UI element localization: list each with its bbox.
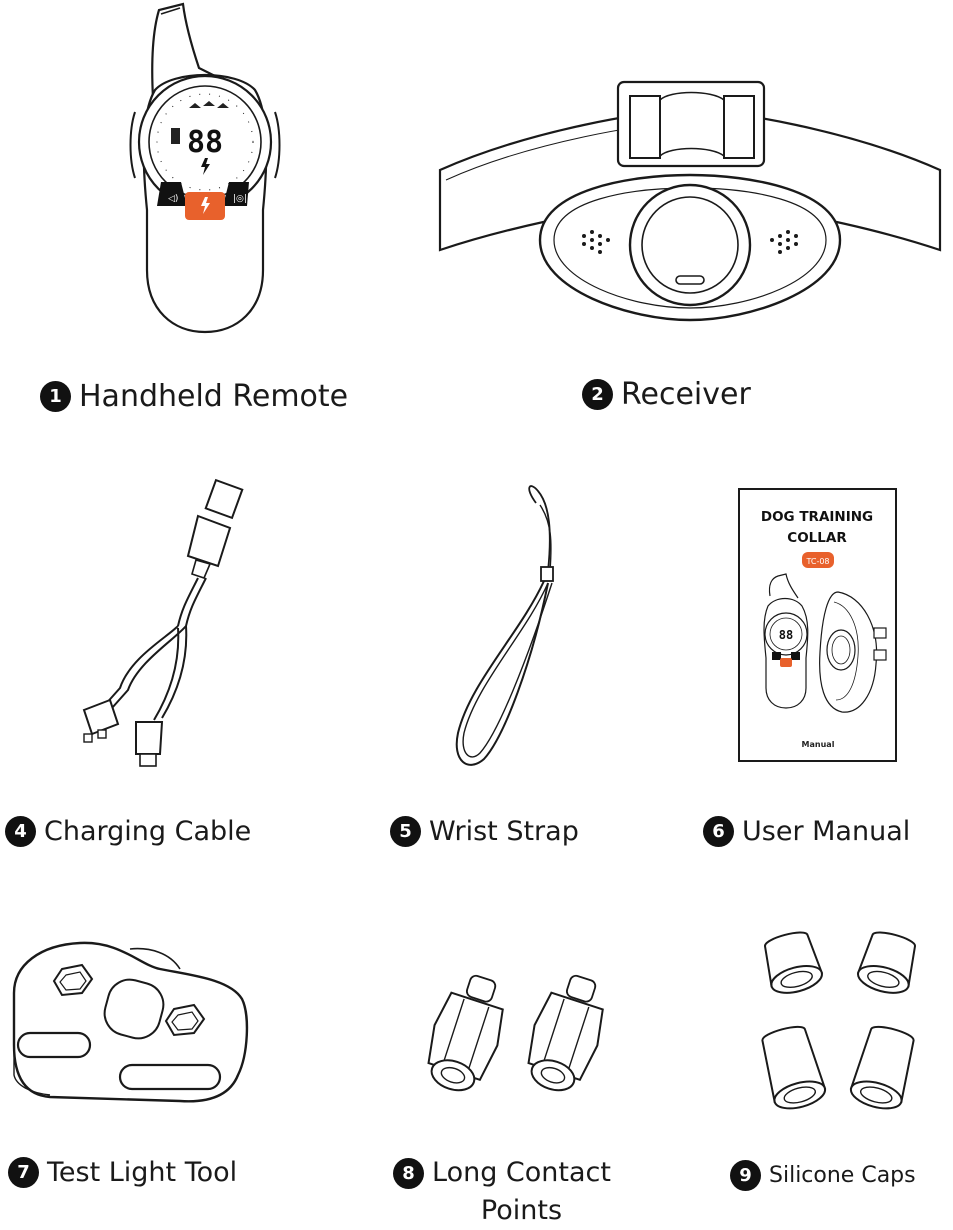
item-number-badge: 8 bbox=[393, 1158, 424, 1189]
item-label: Long Contact Points bbox=[432, 1154, 611, 1230]
item-label: Silicone Caps bbox=[769, 1163, 916, 1188]
item-label: Charging Cable bbox=[44, 816, 252, 847]
item-number-badge: 4 bbox=[5, 816, 36, 847]
svg-text:|◎|: |◎| bbox=[233, 194, 247, 204]
item-number-badge: 9 bbox=[730, 1160, 761, 1191]
charging-cable-illustration bbox=[70, 478, 260, 778]
manual-title-line2: COLLAR bbox=[787, 530, 847, 546]
caption-wrist-strap: 5 Wrist Strap bbox=[390, 816, 579, 847]
svg-text:◁): ◁) bbox=[168, 194, 178, 204]
caption-charging-cable: 4 Charging Cable bbox=[5, 816, 251, 847]
item-label: Test Light Tool bbox=[47, 1157, 238, 1188]
silicone-caps-icon bbox=[761, 931, 916, 1110]
item-number-badge: 7 bbox=[8, 1157, 39, 1188]
item-number-badge: 6 bbox=[703, 816, 734, 847]
item-number-badge: 5 bbox=[390, 816, 421, 847]
caption-handheld-remote: 1 Handheld Remote bbox=[40, 379, 348, 414]
caption-receiver: 2 Receiver bbox=[582, 377, 751, 412]
manual-model: TC-08 bbox=[805, 557, 829, 566]
manual-footer: Manual bbox=[802, 740, 835, 749]
item-label-line1: Long Contact bbox=[432, 1157, 611, 1188]
charging-cable-icon bbox=[82, 478, 244, 767]
display-digits: 88 bbox=[187, 125, 223, 160]
handheld-remote-icon: 88 ◁) |◎| bbox=[129, 2, 281, 334]
test-light-tool-illustration bbox=[10, 935, 250, 1105]
item-label: Receiver bbox=[621, 377, 751, 412]
item-number-badge: 2 bbox=[582, 379, 613, 410]
item-number-badge: 1 bbox=[40, 381, 71, 412]
user-manual-icon: DOG TRAINING COLLAR TC-08 88 Manual bbox=[738, 488, 897, 762]
wrist-strap-icon bbox=[455, 485, 554, 766]
caption-silicone-caps: 9 Silicone Caps bbox=[730, 1160, 916, 1191]
wrist-strap-illustration bbox=[440, 483, 580, 778]
svg-text:88: 88 bbox=[779, 628, 793, 642]
long-contact-points-illustration bbox=[425, 974, 625, 1095]
long-contact-points-icon bbox=[427, 974, 604, 1092]
item-label: Handheld Remote bbox=[79, 379, 349, 414]
receiver-illustration bbox=[430, 70, 950, 340]
silicone-caps-illustration bbox=[748, 930, 928, 1125]
caption-user-manual: 6 User Manual bbox=[703, 816, 910, 847]
user-manual-illustration: DOG TRAINING COLLAR TC-08 88 Manual bbox=[738, 488, 898, 764]
speaker-left-icon bbox=[582, 230, 610, 254]
item-label: User Manual bbox=[742, 816, 911, 847]
caption-test-light-tool: 7 Test Light Tool bbox=[8, 1157, 237, 1188]
test-light-tool-icon bbox=[12, 941, 249, 1103]
manual-title-line1: DOG TRAINING bbox=[761, 509, 873, 525]
item-label-line2: Points bbox=[480, 1195, 563, 1226]
item-label: Wrist Strap bbox=[429, 816, 579, 847]
speaker-right-icon bbox=[770, 230, 798, 254]
receiver-collar-icon bbox=[438, 80, 942, 322]
handheld-remote-illustration: 88 ◁) |◎| bbox=[125, 0, 285, 340]
caption-long-contact-points: 8 Long Contact Points bbox=[393, 1157, 611, 1230]
